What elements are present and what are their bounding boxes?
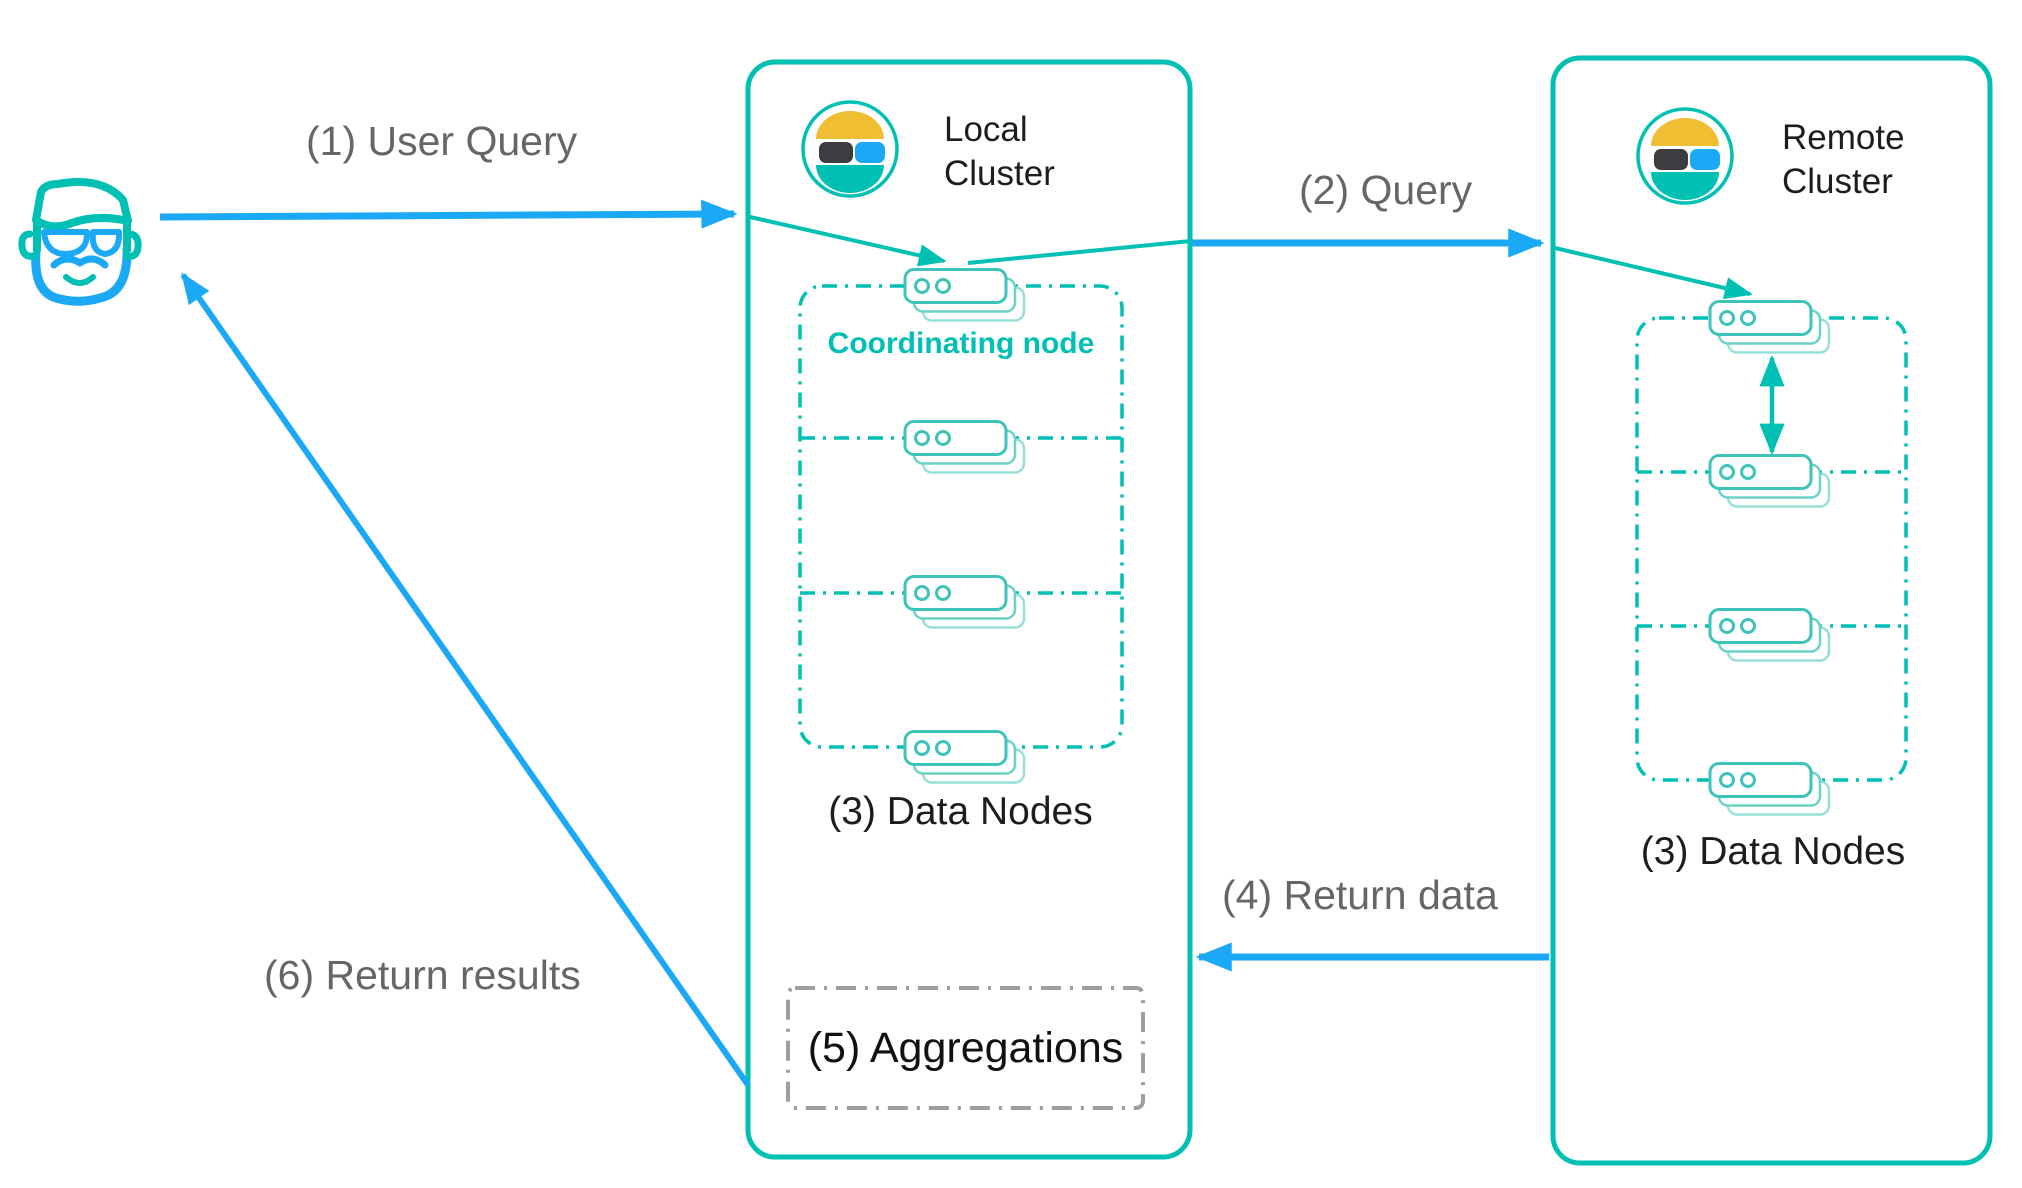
remote-cluster-title: Remote Cluster [1782, 118, 1905, 201]
node-stack-icon [903, 730, 1026, 784]
elastic-logo-icon [1636, 107, 1734, 205]
elastic-logo-icon [801, 100, 899, 198]
node-stack-icon [1708, 608, 1831, 662]
remote-cluster-box [1550, 55, 1993, 1166]
node-stack-icon [903, 420, 1026, 474]
node-stack-icon [1708, 300, 1831, 354]
local-cluster-box [745, 59, 1193, 1160]
connector-to-coordinating-node [749, 215, 947, 267]
node-stack-icon [903, 575, 1026, 629]
user-face-icon [18, 178, 142, 306]
step2-query-label: (2) Query [1299, 167, 1473, 213]
local-cluster-title: Local Cluster [944, 110, 1055, 193]
arrow-return-results [180, 272, 751, 1087]
local-data-nodes-label: (3) Data Nodes [828, 790, 1093, 833]
step6-return-results-label: (6) Return results [264, 952, 581, 998]
node-stack-icon [1708, 454, 1831, 508]
connector-coordinating-to-border [967, 239, 1192, 265]
node-stack-icon [903, 268, 1026, 322]
step4-return-data-label: (4) Return data [1222, 872, 1498, 918]
remote-data-nodes-label: (3) Data Nodes [1640, 830, 1906, 873]
arrow-user-query [159, 199, 738, 229]
aggregations-label: (5) Aggregations [807, 1024, 1124, 1072]
aggregations-box [786, 986, 1145, 1110]
step1-user-query-label: (1) User Query [306, 118, 578, 164]
coordinating-node-label: Coordinating node [827, 327, 1095, 360]
node-stack-icon [1708, 762, 1831, 816]
connector-to-remote-node [1554, 246, 1753, 300]
